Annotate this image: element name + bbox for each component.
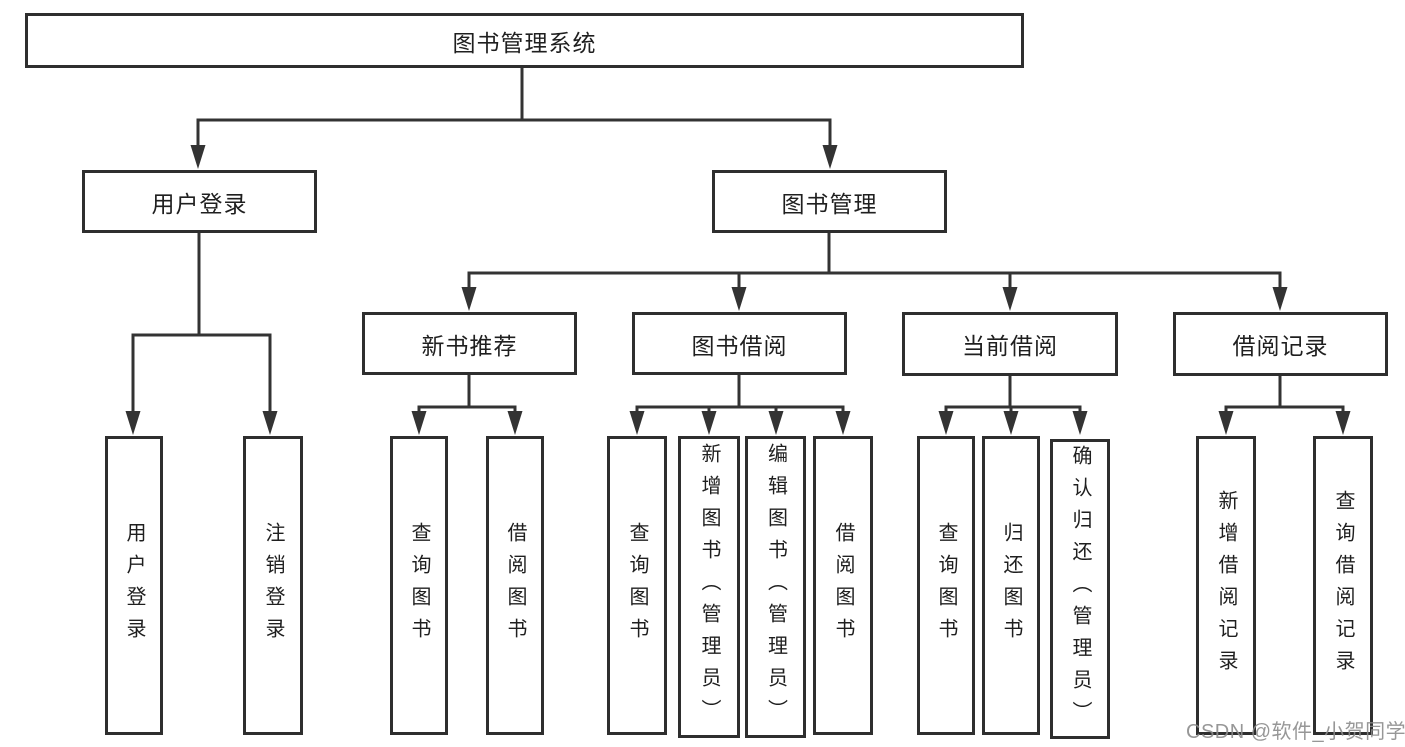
leaf-query-book-3: 查询图书	[917, 436, 975, 735]
node-label: 确认归还（管理员）	[1069, 445, 1091, 733]
node-label: 查询图书	[408, 521, 430, 650]
node-new-book-recommend: 新书推荐	[362, 312, 577, 375]
node-label: 借阅图书	[832, 521, 854, 650]
node-label: 新增借阅记录	[1215, 489, 1237, 682]
leaf-user-login: 用户登录	[105, 436, 163, 735]
node-label: 查询图书	[935, 521, 957, 650]
node-label: 图书管理	[781, 190, 878, 217]
leaf-query-borrow-record: 查询借阅记录	[1313, 436, 1373, 735]
leaf-query-book-2: 查询图书	[607, 436, 667, 735]
leaf-return-book: 归还图书	[982, 436, 1040, 735]
node-label: 新书推荐	[421, 332, 518, 359]
watermark-text: CSDN @软件_小贺同学	[1186, 721, 1405, 743]
arrowheads	[125, 145, 1351, 435]
node-root: 图书管理系统	[25, 13, 1024, 68]
leaf-logout: 注销登录	[243, 436, 303, 735]
leaf-add-borrow-record: 新增借阅记录	[1196, 436, 1256, 735]
node-user-login: 用户登录	[82, 170, 317, 233]
leaf-add-book-admin: 新增图书（管理员）	[678, 436, 740, 738]
node-label: 注销登录	[262, 521, 284, 650]
node-label: 新增图书（管理员）	[698, 443, 720, 731]
node-label: 图书借阅	[691, 332, 788, 359]
node-book-management: 图书管理	[712, 170, 947, 233]
node-label: 借阅图书	[504, 521, 526, 650]
node-label: 用户登录	[123, 521, 145, 650]
node-label: 图书管理系统	[452, 29, 597, 56]
leaf-borrow-book-1: 借阅图书	[486, 436, 544, 735]
leaf-query-book-1: 查询图书	[390, 436, 448, 735]
node-label: 借阅记录	[1232, 333, 1329, 359]
node-book-borrow: 图书借阅	[632, 312, 847, 375]
node-label: 查询借阅记录	[1332, 489, 1354, 682]
node-borrow-record: 借阅记录	[1173, 312, 1388, 376]
node-label: 用户登录	[151, 190, 248, 217]
leaf-confirm-return-admin: 确认归还（管理员）	[1050, 439, 1110, 739]
node-current-borrow: 当前借阅	[902, 312, 1118, 376]
node-label: 归还图书	[1000, 521, 1022, 650]
node-label: 当前借阅	[962, 333, 1058, 359]
leaf-edit-book-admin: 编辑图书（管理员）	[745, 436, 806, 738]
node-label: 查询图书	[626, 521, 648, 650]
leaf-borrow-book-2: 借阅图书	[813, 436, 873, 735]
node-label: 编辑图书（管理员）	[764, 443, 787, 731]
